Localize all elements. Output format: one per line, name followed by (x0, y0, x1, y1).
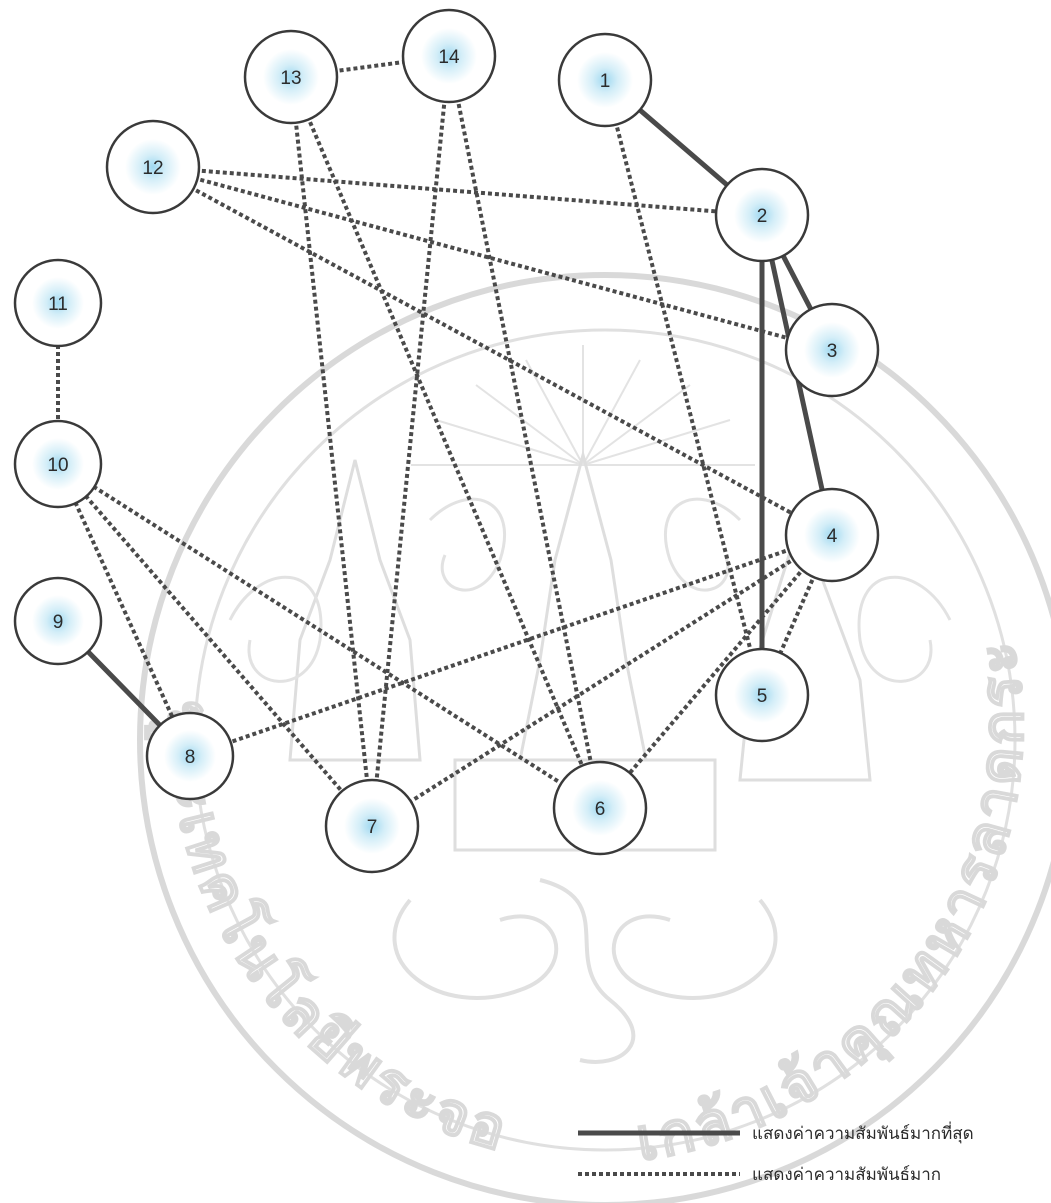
node-2: 2 (716, 169, 808, 261)
node-8: 8 (147, 713, 233, 799)
node-label-6: 6 (595, 799, 606, 820)
node-7: 7 (326, 780, 418, 872)
edge-13-7 (291, 77, 372, 826)
node-label-5: 5 (757, 686, 768, 707)
node-5: 5 (716, 649, 808, 741)
node-label-7: 7 (367, 817, 378, 838)
node-label-8: 8 (185, 747, 196, 768)
edge-1-5 (605, 80, 762, 695)
node-label-13: 13 (280, 68, 301, 89)
edge-14-7 (372, 56, 449, 826)
node-9: 9 (15, 578, 101, 664)
node-label-4: 4 (827, 526, 838, 547)
node-label-2: 2 (757, 206, 768, 227)
node-label-10: 10 (47, 455, 68, 476)
node-14: 14 (403, 10, 495, 102)
node-13: 13 (245, 31, 337, 123)
legend-dotted-label: แสดงค่าความสัมพันธ์มาก (752, 1165, 941, 1185)
node-label-12: 12 (142, 158, 163, 179)
node-1: 1 (559, 34, 651, 126)
node-label-3: 3 (827, 341, 838, 362)
node-10: 10 (15, 421, 101, 507)
node-label-11: 11 (48, 294, 68, 315)
node-label-14: 14 (438, 47, 460, 68)
node-label-9: 9 (53, 612, 64, 633)
node-12: 12 (107, 121, 199, 213)
legend-solid-label: แสดงค่าความสัมพันธ์มากที่สุด (752, 1121, 974, 1144)
edge-14-6 (449, 56, 600, 808)
node-4: 4 (786, 489, 878, 581)
node-11: 11 (15, 260, 101, 346)
node-label-1: 1 (600, 71, 611, 92)
node-6: 6 (554, 762, 646, 854)
node-3: 3 (786, 304, 878, 396)
legend: แสดงค่าความสัมพันธ์มากที่สุด แสดงค่าความ… (578, 1121, 974, 1185)
